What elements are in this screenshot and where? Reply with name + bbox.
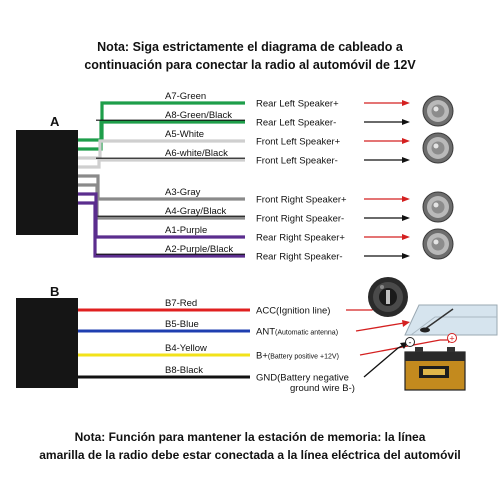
wire-a-target: Front Right Speaker+	[256, 195, 347, 206]
wire-b-target-line2: ground wire B-)	[290, 383, 355, 394]
speaker-icon	[422, 191, 454, 223]
top-note: Nota: Siga estrictamente el diagrama de …	[0, 38, 500, 74]
arrow-icon	[364, 253, 410, 259]
wire-a-target: Front Left Speaker+	[256, 137, 341, 148]
wire-b-label: B5-Blue	[165, 319, 199, 330]
bottom-note-line2: amarilla de la radio debe estar conectad…	[39, 448, 461, 462]
arrow-icon	[364, 157, 410, 163]
wire-b-target: GND(Battery negative	[256, 373, 349, 384]
wire-a-label: A7-Green	[165, 91, 206, 102]
battery-plus: +	[449, 334, 454, 344]
bottom-note-line1: Nota: Función para mantener la estación …	[74, 430, 426, 444]
top-note-line1: Nota: Siga estrictamente el diagrama de …	[97, 40, 403, 54]
ignition-key-icon	[368, 277, 408, 317]
speaker-icon	[422, 95, 454, 127]
arrow-icon	[364, 138, 410, 144]
connector-b-plug	[16, 298, 78, 388]
wire-a-target: Rear Right Speaker-	[256, 252, 343, 263]
wire-a-target: Rear Left Speaker-	[256, 118, 336, 129]
arrow-icon	[364, 234, 410, 240]
wire-a-label: A8-Green/Black	[165, 110, 232, 121]
wire-a-target: Front Right Speaker-	[256, 214, 344, 225]
connector-a-plug	[16, 130, 78, 235]
battery-minus: -	[409, 338, 412, 348]
connector-a-label: A	[50, 114, 60, 129]
antenna-icon	[404, 304, 498, 336]
wire-a-label: A6-white/Black	[165, 148, 228, 159]
wire-a-label: A3-Gray	[165, 187, 201, 198]
arrow-icon	[364, 215, 410, 221]
wire-b-target: ANT(Automatic antenna)	[256, 327, 338, 338]
bottom-note: Nota: Función para mantener la estación …	[0, 428, 500, 464]
wire-a-label: A5-White	[165, 129, 204, 140]
wire-a-target: Rear Right Speaker+	[256, 233, 345, 244]
arrow-icon	[364, 119, 410, 125]
arrow-icon	[364, 100, 410, 106]
wire-b-target: B+(Battery positive +12V)	[256, 351, 339, 362]
connector-b-label: B	[50, 284, 59, 299]
speaker-icon	[422, 228, 454, 260]
wire-a-target: Rear Left Speaker+	[256, 99, 339, 110]
speaker-icon	[422, 132, 454, 164]
wire-a-label: A1-Purple	[165, 225, 207, 236]
wire-b-label: B4-Yellow	[165, 343, 207, 354]
wire-b-target: ACC(Ignition line)	[256, 306, 330, 317]
wire-a-label: A4-Gray/Black	[165, 206, 226, 217]
arrow-icon	[364, 196, 410, 202]
speakers	[422, 95, 454, 260]
wire-b-label: B7-Red	[165, 298, 197, 309]
wire-a-label: A2-Purple/Black	[165, 244, 233, 255]
top-note-line2: continuación para conectar la radio al a…	[84, 58, 416, 72]
wire-b-label: B8-Black	[165, 365, 203, 376]
wire-a-target: Front Left Speaker-	[256, 156, 338, 167]
car-battery-icon: - +	[404, 333, 466, 391]
